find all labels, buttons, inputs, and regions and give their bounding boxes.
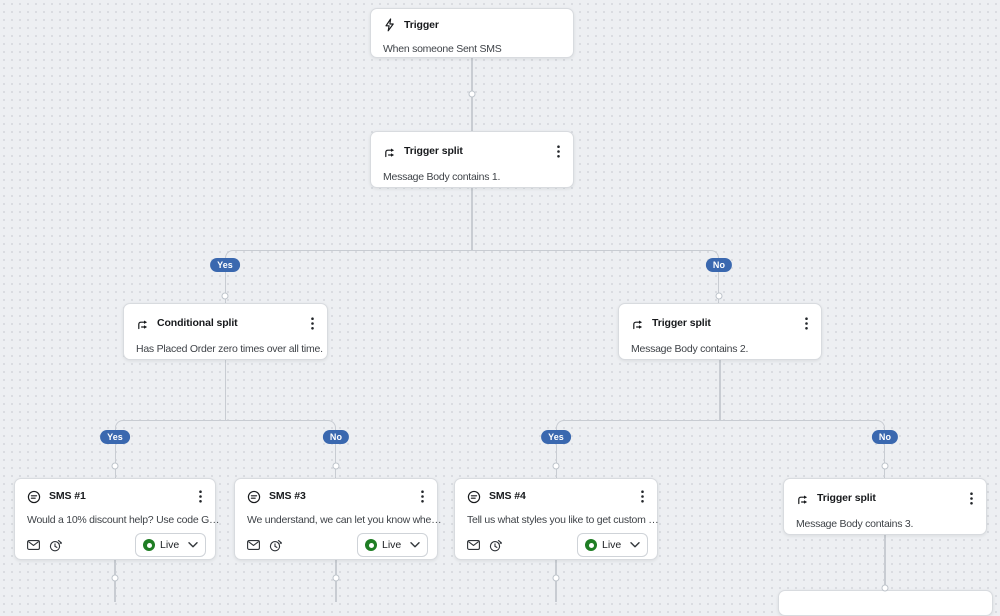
branch-badge-yes: Yes [210,258,240,272]
live-status-icon [365,539,377,551]
status-label: Live [602,539,622,551]
sms-icon [247,490,261,504]
node-trigger-split-2[interactable]: Trigger split Message Body contains 2. [618,303,822,360]
kebab-menu-button[interactable] [638,489,647,504]
node-header: SMS #4 [455,489,657,504]
connector-node [715,292,723,300]
node-title: Trigger split [652,317,711,329]
kebab-menu-button[interactable] [802,316,811,331]
connector-node [332,574,340,582]
node-trigger-split-1[interactable]: Trigger split Message Body contains 1. [370,131,574,188]
node-footer: Live [15,533,215,557]
connector-branch [556,420,885,478]
node-title: SMS #4 [489,490,526,502]
connector-line [471,188,473,250]
connector-line [224,360,227,420]
connector-node [552,574,560,582]
node-title: Trigger [404,18,439,31]
chevron-down-icon [410,542,420,548]
smart-sending-clock-icon [489,539,503,552]
node-body: Message Body contains 2. [631,343,749,355]
status-select[interactable]: Live [357,533,428,557]
node-body: We understand, we can let you know whe… [247,514,442,526]
bolt-icon [383,18,396,32]
node-footer: Live [455,533,657,557]
kebab-menu-button[interactable] [308,316,317,331]
kebab-menu-button[interactable] [967,491,976,506]
node-header: Conditional split [124,316,327,331]
node-sms-3[interactable]: SMS #3 We understand, we can let you kno… [234,478,442,560]
connector-node [881,584,889,592]
connector-node [221,292,229,300]
kebab-menu-button[interactable] [418,489,427,504]
connector-node [552,462,560,470]
connector-branch [225,250,719,303]
smart-sending-clock-icon [269,539,283,552]
node-body: Tell us what styles you like to get cust… [467,514,659,526]
node-trigger-split-3[interactable]: Trigger split Message Body contains 3. [783,478,987,535]
node-body: When someone Sent SMS [383,43,502,55]
node-body: Would a 10% discount help? Use code G… [27,514,220,526]
node-partial-bottom[interactable] [778,590,993,616]
node-header: Trigger split [371,144,573,159]
node-title: Conditional split [157,317,238,329]
node-header: Trigger split [619,316,821,331]
branch-badge-yes: Yes [541,430,571,444]
kebab-menu-button[interactable] [554,144,563,159]
node-body: Has Placed Order zero times over all tim… [136,343,323,355]
split-icon [383,145,396,158]
node-footer: Live [235,533,437,557]
mail-icon [27,540,40,550]
status-label: Live [160,539,180,551]
live-status-icon [585,539,597,551]
node-conditional-split[interactable]: Conditional split Has Placed Order zero … [123,303,328,360]
node-body: Message Body contains 1. [383,171,501,183]
branch-badge-no: No [705,258,733,272]
smart-sending-clock-icon [49,539,63,552]
status-select[interactable]: Live [577,533,648,557]
connector-node [468,90,476,98]
connector-branch [115,420,336,478]
status-select[interactable]: Live [135,533,206,557]
node-header: Trigger split [784,491,986,506]
node-title: Trigger split [404,145,463,157]
node-body: Message Body contains 3. [796,518,914,530]
branch-badge-no: No [871,430,899,444]
node-sms-1[interactable]: SMS #1 Would a 10% discount help? Use co… [14,478,220,560]
split-icon [796,492,809,505]
node-trigger[interactable]: Trigger When someone Sent SMS [370,8,574,58]
node-title: SMS #1 [49,490,86,502]
node-header: Trigger [371,18,573,32]
node-header: SMS #1 [15,489,215,504]
branch-badge-no: No [322,430,350,444]
chevron-down-icon [188,542,198,548]
sms-icon [27,490,41,504]
split-icon [631,317,644,330]
node-title: Trigger split [817,492,876,504]
connector-node [881,462,889,470]
branch-badge-yes: Yes [100,430,130,444]
connector-line [884,535,886,590]
sms-icon [467,490,481,504]
mail-icon [467,540,480,550]
chevron-down-icon [630,542,640,548]
live-status-icon [143,539,155,551]
connector-node [111,462,119,470]
mail-icon [247,540,260,550]
node-header: SMS #3 [235,489,437,504]
node-title: SMS #3 [269,490,306,502]
node-sms-4[interactable]: SMS #4 Tell us what styles you like to g… [454,478,659,560]
split-icon [136,317,149,330]
kebab-menu-button[interactable] [196,489,205,504]
status-label: Live [382,539,402,551]
connector-node [111,574,119,582]
connector-node [332,462,340,470]
connector-line [719,360,721,420]
